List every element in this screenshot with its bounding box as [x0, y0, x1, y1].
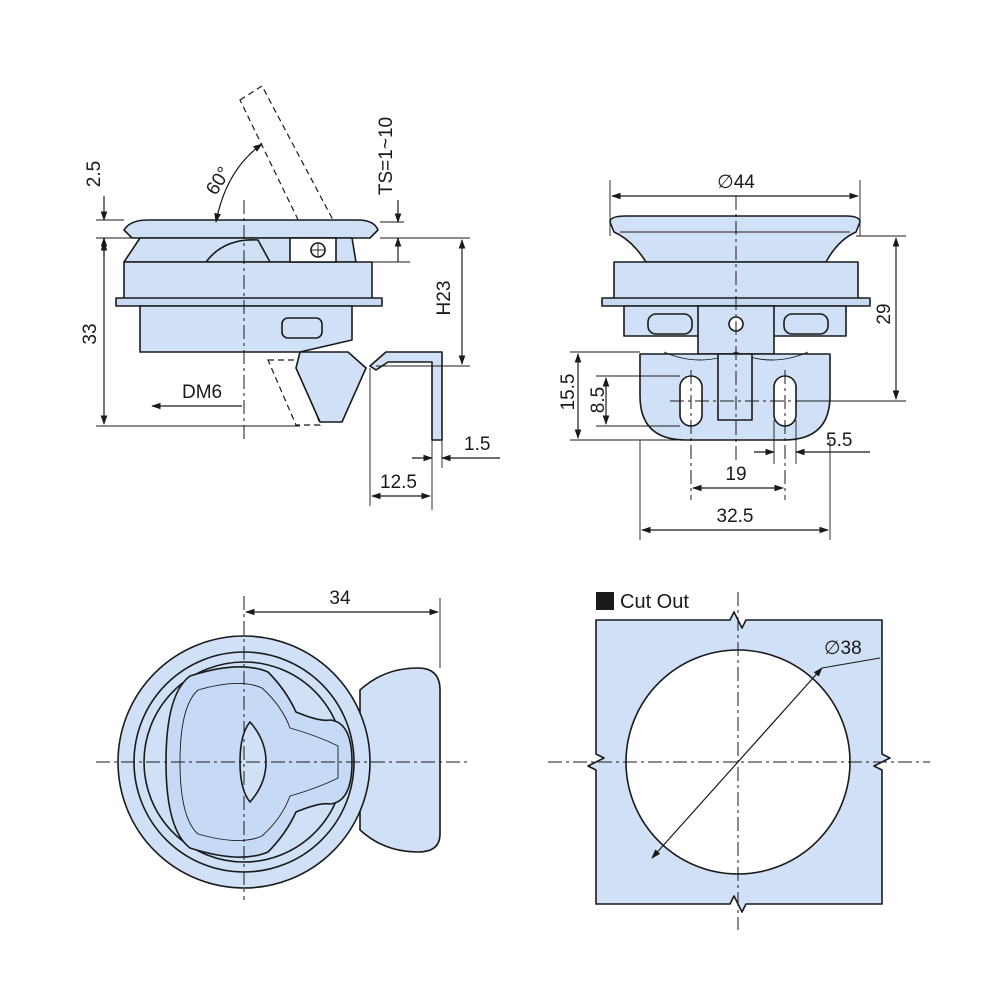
dim-tab-thickness: 1.5: [464, 434, 490, 455]
dim-top-thickness: 2.5: [84, 161, 105, 187]
nut-right: [783, 313, 829, 335]
dim-thread: DM6: [182, 382, 222, 403]
front-flange: [609, 215, 861, 263]
dim-center-to-tab: 34: [329, 588, 351, 609]
shaft: [717, 353, 753, 421]
dim-flange-diameter: ∅44: [717, 172, 755, 193]
dim-slot-spacing: 19: [725, 464, 746, 485]
dim-cutout-diameter: ∅38: [824, 638, 862, 659]
nut-left: [647, 313, 693, 335]
handle-lever: [205, 239, 271, 263]
top-view: 34: [96, 588, 470, 900]
l-bracket: [369, 351, 443, 441]
dim-slot-width: 5.5: [826, 430, 852, 451]
mount-plate: [115, 297, 383, 307]
dim-side-height: 33: [80, 323, 101, 344]
cutout-view: Cut Out ∅38: [548, 591, 930, 930]
dim-slot-length: 8.5: [588, 387, 609, 413]
side-view: 60° 2.5 33 TS=1~10 H23 DM6 1.5 12.5: [80, 85, 500, 510]
body: [123, 261, 373, 301]
dim-front-height: 29: [874, 303, 895, 324]
raised-handle-ghost: [239, 85, 333, 233]
lock-window: [289, 237, 337, 263]
dim-angle: 60°: [202, 163, 235, 198]
cutout-title: Cut Out: [620, 591, 689, 613]
dim-h: H23: [434, 281, 455, 316]
dim-base-width: 32.5: [717, 506, 754, 527]
side-tab: [359, 667, 441, 853]
cutout-square-marker: [596, 592, 614, 610]
top-flange: [123, 219, 379, 239]
dim-panel-thickness: TS=1~10: [376, 117, 397, 195]
dim-tab-offset: 12.5: [380, 472, 417, 493]
front-view: ∅44 29 15.5 8.5 5.5 19 32.5: [558, 172, 906, 540]
pawl-ghost: [267, 359, 321, 426]
dim-base-height: 15.5: [558, 374, 579, 411]
nut: [281, 317, 323, 339]
pawl: [295, 351, 367, 423]
